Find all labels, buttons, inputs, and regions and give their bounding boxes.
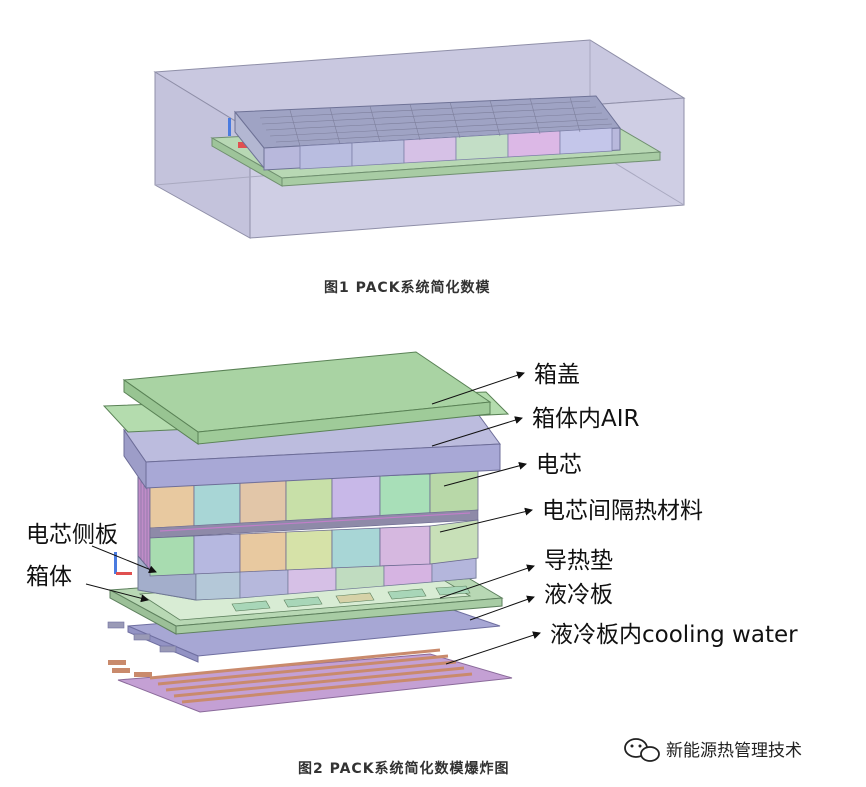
watermark: 新能源热管理技术 (624, 738, 802, 762)
label-cell-side-plate: 电芯侧板 (26, 522, 118, 548)
figure2-exploded-view: 箱盖 箱体内AIR 电芯 电芯间隔热材料 电芯侧板 箱体 导热垫 液冷板 液冷板… (26, 351, 798, 713)
wechat-icon (624, 738, 660, 762)
leader-box-cover (431, 371, 525, 405)
label-box-body: 箱体 (26, 564, 72, 590)
leader-cooling-water (445, 631, 541, 665)
leader-box-air (431, 416, 523, 447)
leader-lines (85, 371, 541, 665)
label-box-cover: 箱盖 (534, 362, 580, 388)
leader-cell (443, 461, 527, 487)
watermark-text: 新能源热管理技术 (666, 741, 802, 761)
figure1-caption: 图1 PACK系统简化数模 (324, 279, 491, 296)
leader-thermal-pad (439, 564, 535, 599)
battery-module-block (233, 95, 621, 171)
leader-cell-side-plate (91, 545, 157, 574)
figure2-labels: 箱盖 箱体内AIR 电芯 电芯间隔热材料 电芯侧板 箱体 导热垫 液冷板 液冷板… (26, 362, 798, 648)
label-cooling-water: 液冷板内cooling water (550, 622, 798, 648)
leader-cell-insulation (439, 507, 533, 533)
label-cell: 电芯 (536, 452, 582, 478)
leader-box-body (85, 583, 149, 603)
label-cold-plate: 液冷板 (544, 582, 613, 608)
label-cell-insulation: 电芯间隔热材料 (542, 498, 703, 524)
label-box-air: 箱体内AIR (532, 406, 640, 432)
label-thermal-pad: 导热垫 (544, 548, 613, 574)
leader-cold-plate (469, 595, 535, 621)
figure2-caption: 图2 PACK系统简化数模爆炸图 (298, 760, 510, 777)
figure1-pack-model (153, 39, 686, 239)
layer-cooling-water (108, 648, 513, 713)
layer-box-cover (102, 351, 510, 445)
